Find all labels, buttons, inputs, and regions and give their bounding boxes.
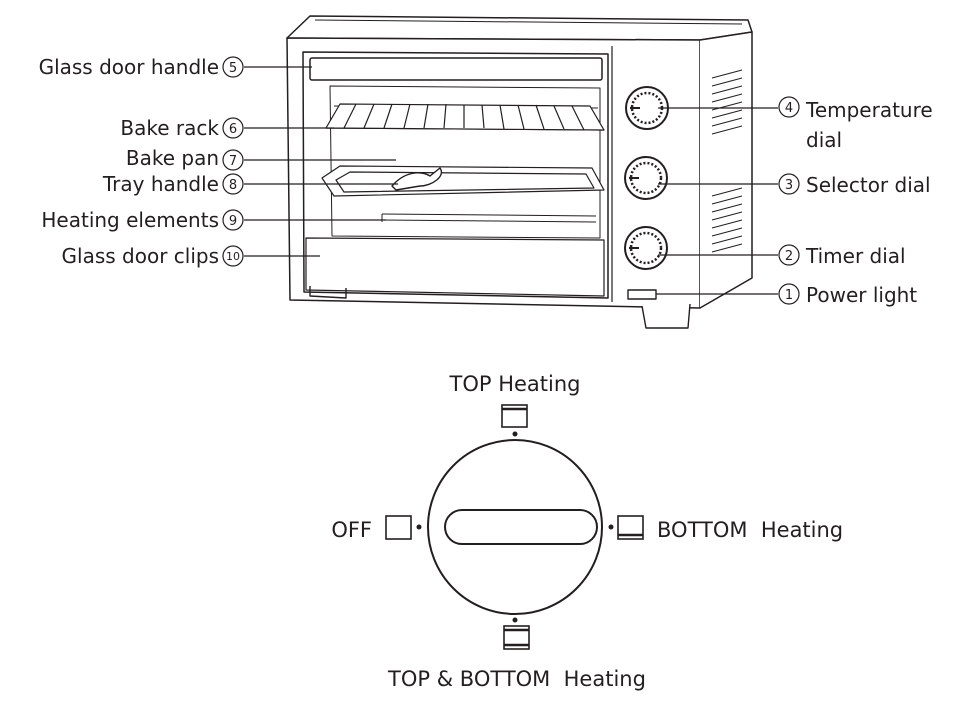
label-tray-handle: Tray handle xyxy=(102,172,219,196)
label-top-bottom-heating: TOP & BOTTOM Heating xyxy=(387,667,646,691)
label-temperature-dial-line1: Temperature xyxy=(805,98,933,122)
callout-circle-3 xyxy=(778,173,800,195)
callout-number-2: 2 xyxy=(785,249,793,264)
label-temperature-dial-line2: dial xyxy=(806,128,842,152)
callout-circle-2 xyxy=(778,244,800,266)
callout-circle-10 xyxy=(222,245,244,267)
position-dot-left xyxy=(416,524,422,530)
callout-circle-7 xyxy=(222,149,244,171)
door-handle-bar xyxy=(309,57,603,81)
label-top-heating: TOP Heating xyxy=(449,372,581,396)
selector-dial-knob xyxy=(624,156,668,200)
label-glass-door-handle: Glass door handle xyxy=(39,55,219,79)
callout-circle-1 xyxy=(778,283,800,305)
side-vents xyxy=(711,69,743,253)
bake-pan xyxy=(321,165,605,197)
callout-number-10: 10 xyxy=(226,250,240,263)
bottom-heating-icon xyxy=(617,515,644,540)
callout-number-8: 8 xyxy=(229,178,237,193)
callout-circle-8 xyxy=(222,173,244,195)
callout-circle-9 xyxy=(222,209,244,231)
left-callouts: Glass door handle 5 Bake rack 6 Bake pan… xyxy=(39,55,244,268)
oven-top-surface xyxy=(286,15,753,41)
callout-number-1: 1 xyxy=(785,288,793,303)
callout-number-4: 4 xyxy=(785,101,793,116)
timer-dial xyxy=(624,226,668,270)
position-dot-top xyxy=(512,431,518,437)
top-heating-icon xyxy=(501,404,528,428)
callout-circle-4 xyxy=(778,96,800,118)
oven-foot-right xyxy=(641,303,691,329)
callout-number-3: 3 xyxy=(785,178,793,193)
label-glass-door-clips: Glass door clips xyxy=(62,244,219,268)
top-bottom-heating-icon xyxy=(503,625,530,650)
label-off: OFF xyxy=(331,518,372,542)
bake-rack xyxy=(325,103,605,131)
label-selector-dial: Selector dial xyxy=(806,173,931,197)
label-bottom-heating: BOTTOM Heating xyxy=(657,518,843,542)
callout-number-5: 5 xyxy=(229,61,237,76)
selector-dial-detail: TOP Heating OFF BOTTOM Heating TOP & BOT… xyxy=(331,372,843,691)
selector-dial-grip xyxy=(444,509,598,545)
oven-illustration xyxy=(286,15,753,329)
callout-circle-6 xyxy=(222,117,244,139)
callout-circle-5 xyxy=(222,56,244,78)
glass-door xyxy=(302,51,609,299)
off-icon xyxy=(385,515,412,540)
callout-number-9: 9 xyxy=(229,214,237,229)
oven-foot-left xyxy=(309,286,347,299)
label-power-light: Power light xyxy=(806,283,917,307)
position-dot-bottom xyxy=(512,617,518,623)
door-clip-strip xyxy=(305,237,605,297)
position-dot-right xyxy=(608,524,614,530)
label-bake-pan: Bake pan xyxy=(126,146,219,170)
bottom-heating-element xyxy=(381,213,597,223)
oven-side-panel xyxy=(699,31,753,309)
tray-handle xyxy=(391,167,443,191)
callout-number-6: 6 xyxy=(229,122,237,137)
label-heating-elements: Heating elements xyxy=(41,208,219,232)
callout-number-7: 7 xyxy=(229,154,237,169)
leader-lines xyxy=(244,66,778,295)
right-callouts: 4 Temperature dial 3 Selector dial 2 Tim… xyxy=(778,96,933,307)
label-timer-dial: Timer dial xyxy=(805,244,906,268)
label-bake-rack: Bake rack xyxy=(120,116,219,140)
power-light xyxy=(627,289,657,300)
